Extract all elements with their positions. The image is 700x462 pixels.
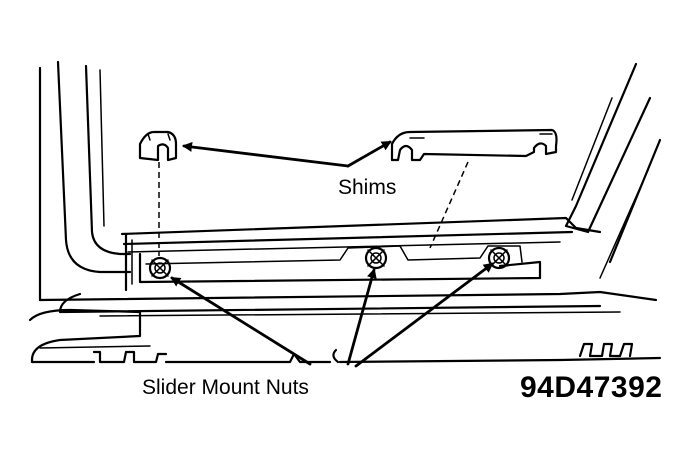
shim-left <box>138 130 178 162</box>
shims-label: Shims <box>338 176 397 199</box>
slider-mount-nut-left <box>148 256 172 280</box>
slider-mount-nut-center <box>364 246 388 270</box>
mounting-rail <box>138 245 542 284</box>
nuts-arrow-center <box>346 268 377 366</box>
shim-right <box>390 128 558 162</box>
window-channel <box>120 216 602 292</box>
slider-mount-nuts-label: Slider Mount Nuts <box>142 376 309 399</box>
shims-arrow-left <box>182 142 350 168</box>
slider-mount-nut-right <box>487 246 511 270</box>
figure-id: 94D47392 <box>520 371 663 404</box>
alignment-line-right <box>429 161 469 249</box>
lower-body-sill <box>28 290 662 364</box>
nuts-arrow-left <box>170 276 312 366</box>
nuts-arrow-right <box>354 262 494 368</box>
shims-arrow-right <box>346 140 392 168</box>
right-frame <box>564 62 662 279</box>
left-frame <box>38 60 132 302</box>
